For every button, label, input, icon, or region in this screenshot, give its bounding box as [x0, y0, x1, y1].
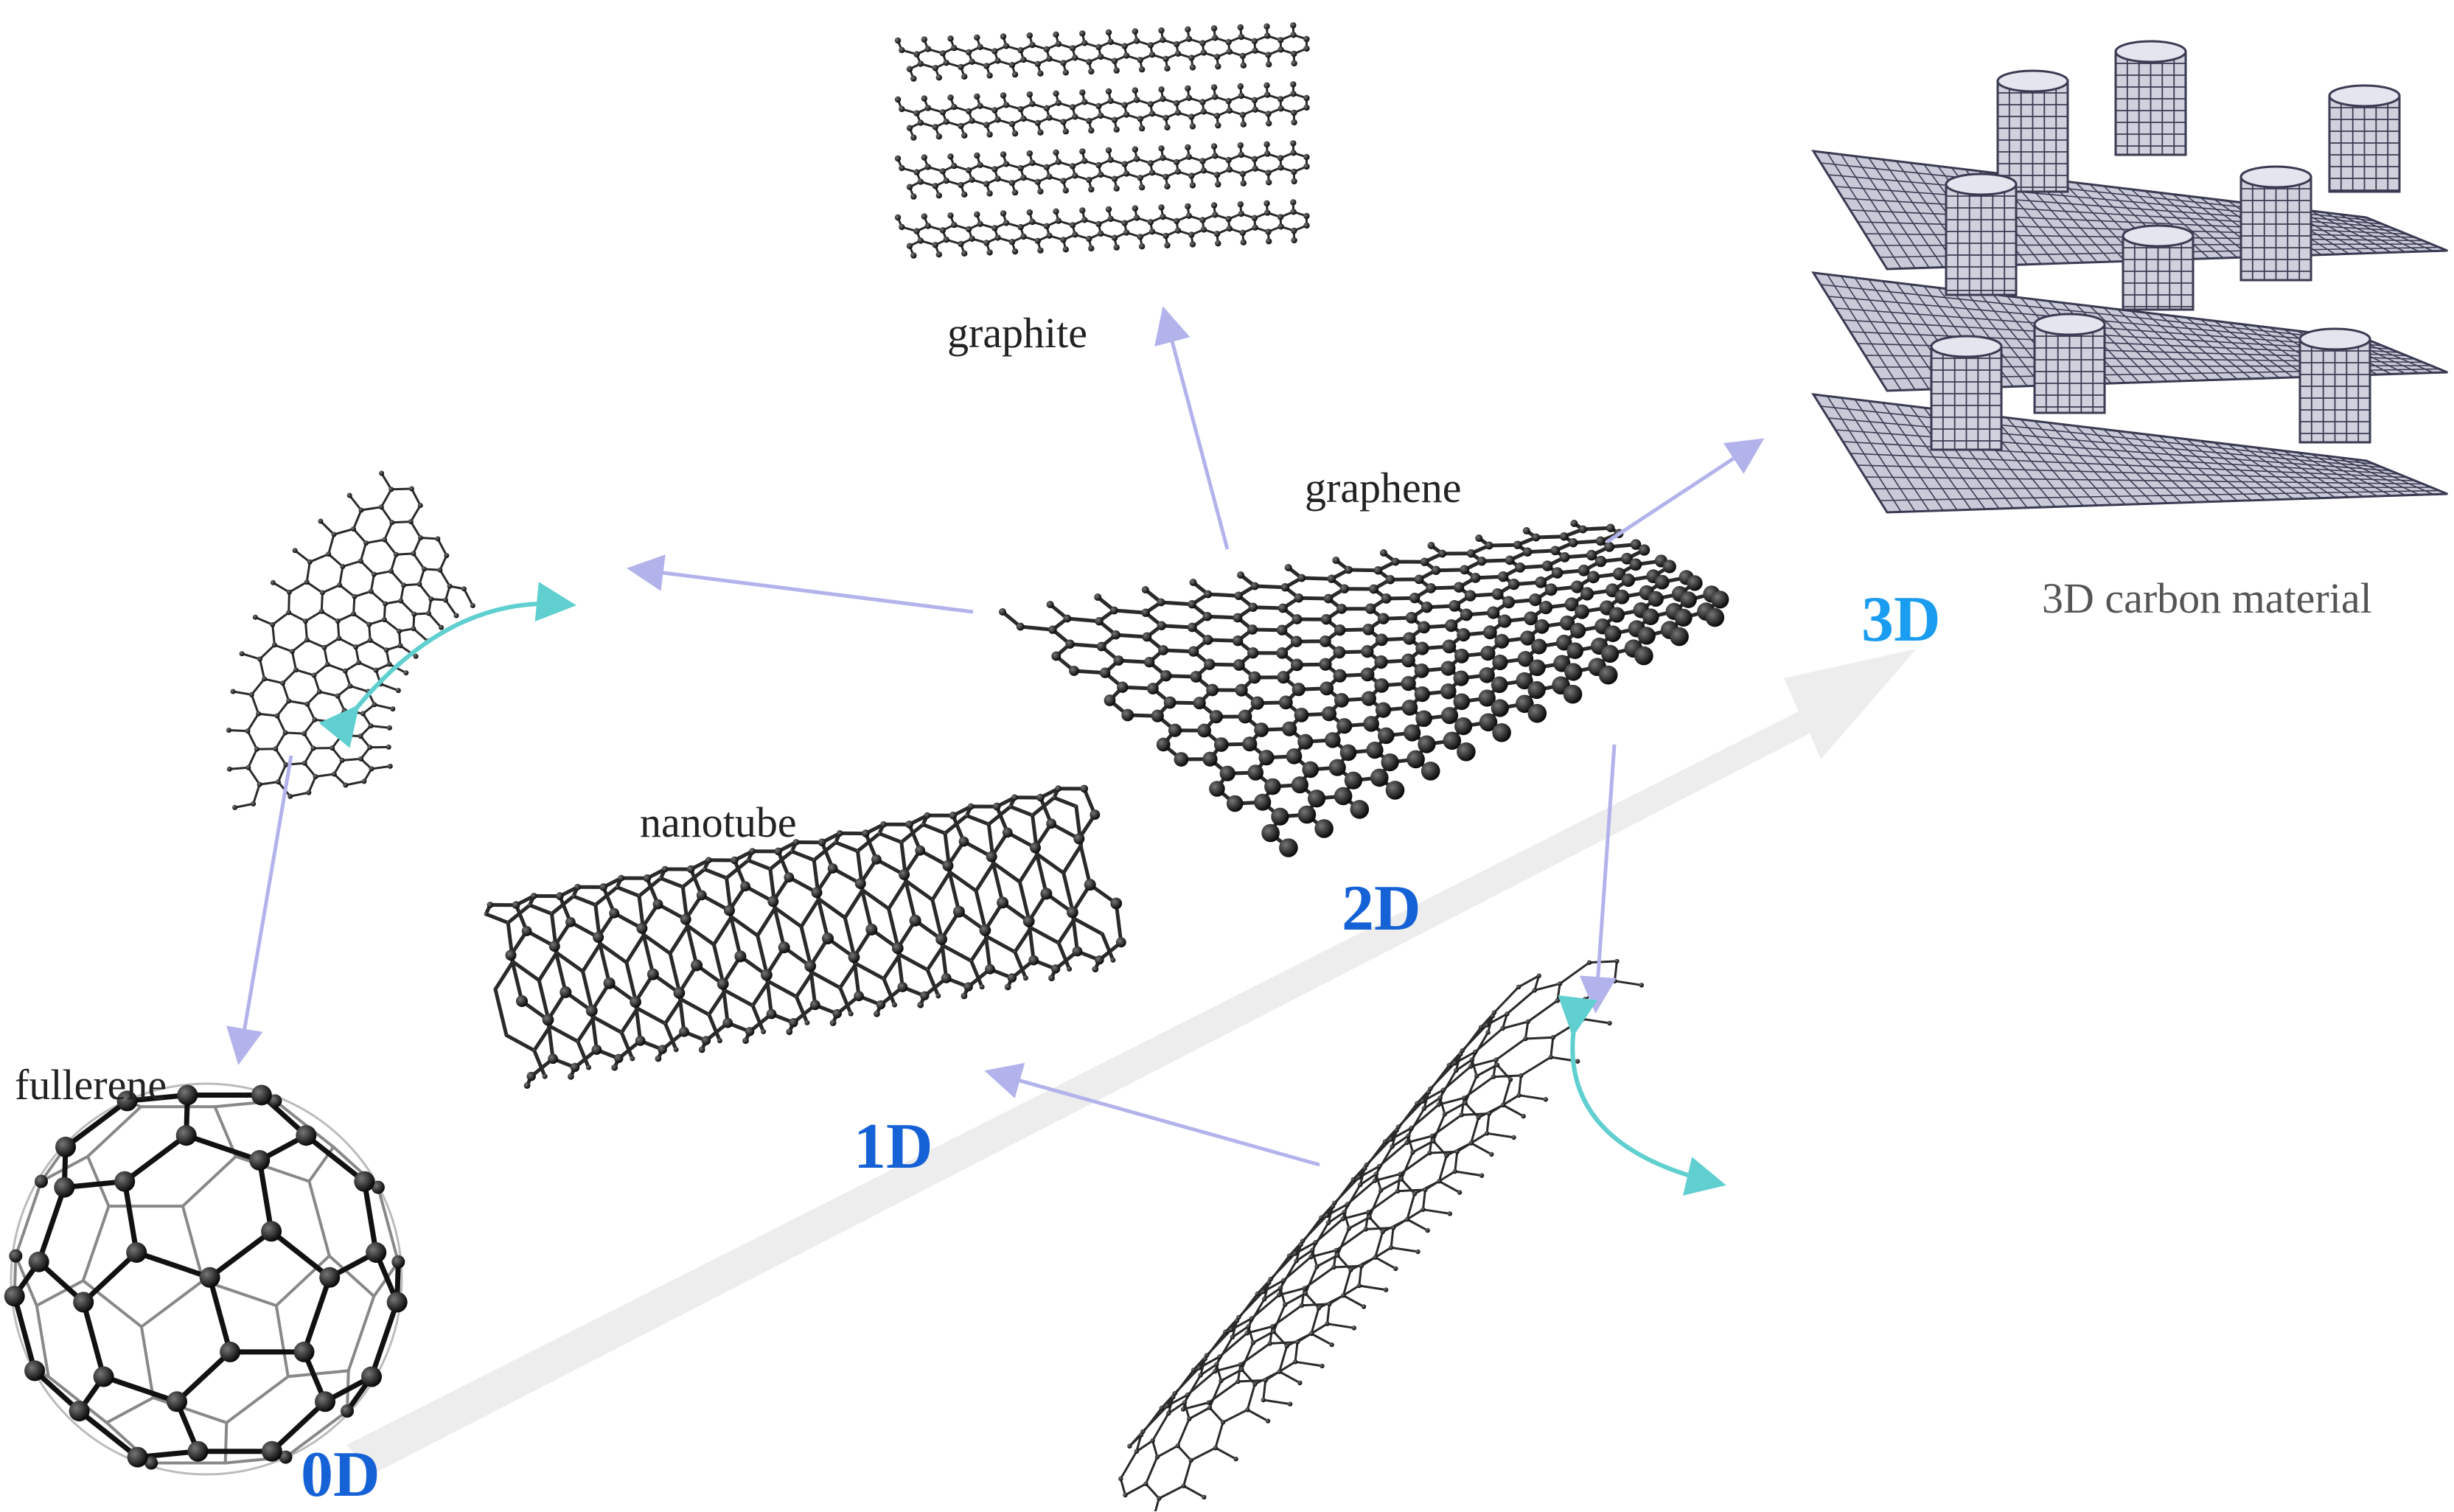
3d-carbon-structure — [1813, 41, 2447, 512]
flow-arrows — [240, 313, 1758, 1165]
arrow-graphene-to-3d — [1607, 442, 1758, 542]
arrow-graphene-to-wrap — [634, 569, 973, 612]
dimension-2d-label: 2D — [1342, 871, 1421, 946]
fullerene-structure — [4, 1084, 408, 1474]
3d-carbon-material-label: 3D carbon material — [2042, 574, 2372, 623]
curl-arrow-rolled — [1572, 1028, 1718, 1183]
dimension-0d-label: 0D — [301, 1438, 380, 1512]
graphite-label: graphite — [947, 308, 1087, 358]
dimension-3d-label: 3D — [1861, 582, 1941, 657]
graphite-structure — [895, 22, 1310, 259]
arrow-graphene-to-rolled — [1596, 745, 1614, 1006]
curved-graphene-fragment — [226, 471, 475, 810]
fullerene-label: fullerene — [15, 1060, 167, 1109]
graphene-label: graphene — [1305, 463, 1462, 512]
nanotube-label: nanotube — [640, 798, 797, 847]
nanotube-structure — [484, 785, 1126, 1089]
arrow-graphene-to-graphite — [1165, 313, 1227, 549]
arrow-wrap-to-fullerene — [240, 756, 291, 1058]
dimension-1d-label: 1D — [854, 1109, 933, 1184]
